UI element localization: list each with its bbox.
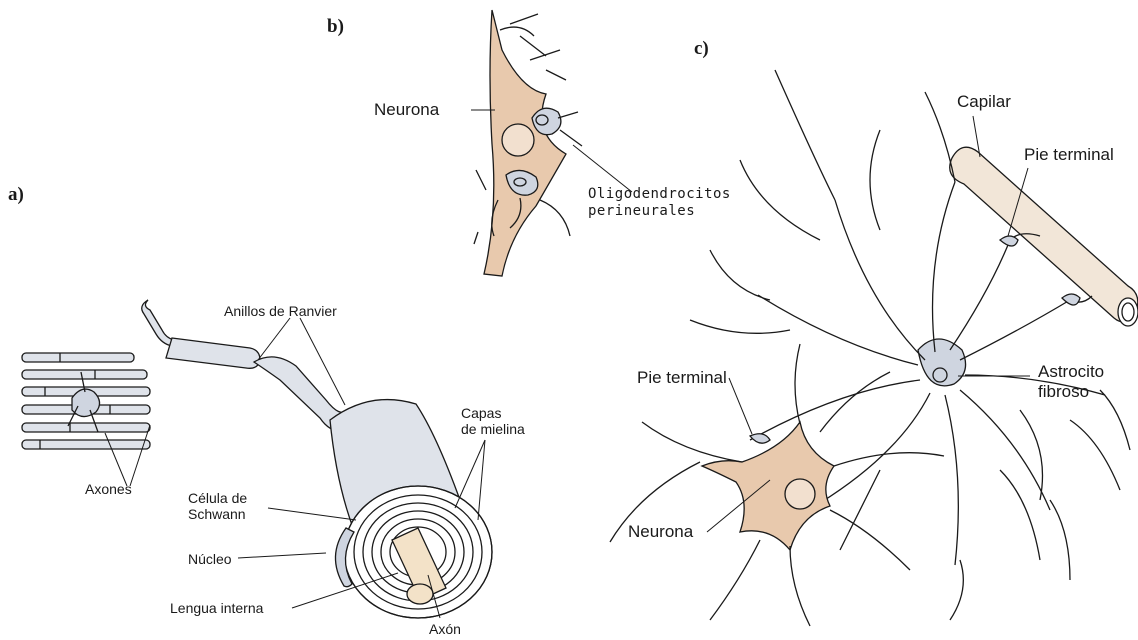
- label-oligodendrocitos: Oligodendrocitos perineurales: [588, 186, 731, 220]
- myelinated-axon: [142, 300, 492, 618]
- label-pie-terminal-top: Pie terminal: [1024, 145, 1114, 165]
- label-axones: Axones: [85, 481, 132, 497]
- label-celula-schwann: Célula de Schwann: [188, 490, 247, 522]
- label-neurona-b: Neurona: [374, 100, 439, 120]
- label-axon: Axón: [429, 621, 461, 637]
- label-nucleo: Núcleo: [188, 551, 232, 567]
- label-capilar: Capilar: [957, 92, 1011, 112]
- panel-c-letter: c): [694, 38, 709, 60]
- label-astrocito-fibroso: Astrocito fibroso: [1038, 362, 1104, 402]
- panel-b-drawing: [471, 10, 632, 276]
- label-capas-mielina: Capas de mielina: [461, 405, 525, 437]
- axon-bundle: [22, 353, 150, 449]
- label-pie-terminal-left: Pie terminal: [637, 368, 727, 388]
- label-lengua-interna: Lengua interna: [170, 600, 263, 616]
- label-anillos-ranvier: Anillos de Ranvier: [224, 303, 337, 319]
- label-neurona-c: Neurona: [628, 522, 693, 542]
- panel-b-letter: b): [327, 16, 344, 38]
- panel-a-drawing: [22, 300, 492, 618]
- panel-a-letter: a): [8, 184, 24, 206]
